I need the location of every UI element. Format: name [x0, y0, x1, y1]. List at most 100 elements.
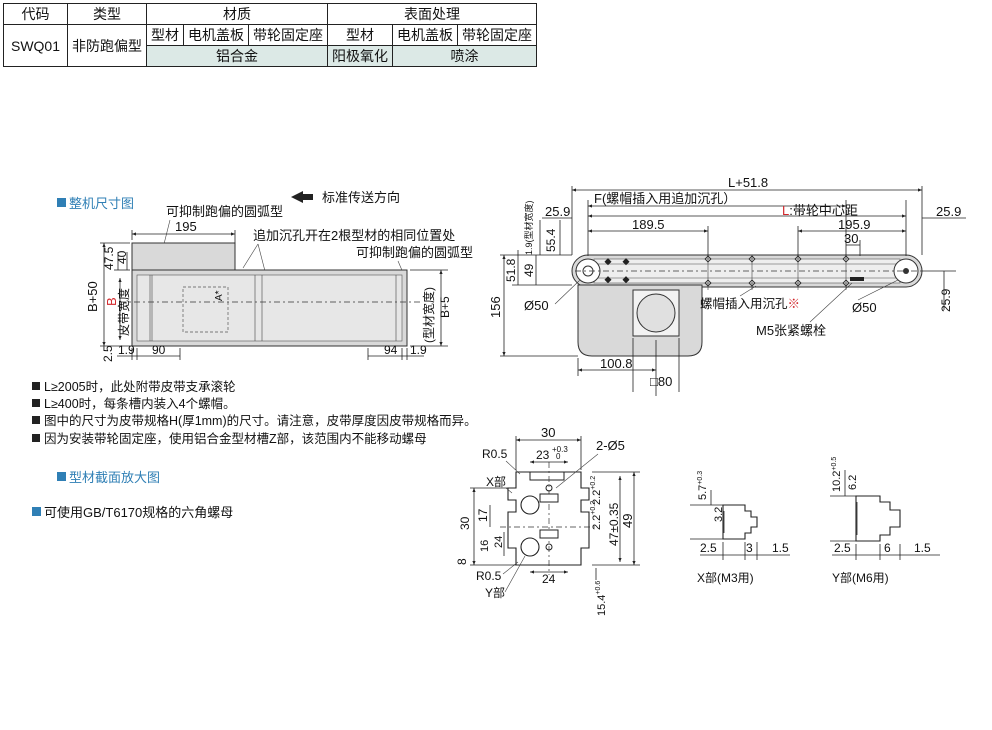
sec-dim-49: 49 [620, 514, 635, 528]
motor-block [131, 242, 236, 274]
sec-r05-bottom: R0.5 [476, 569, 502, 583]
sub-pulley-seat-2: 带轮固定座 [457, 24, 537, 46]
callout-m5-screw: M5张紧螺栓 [756, 323, 826, 338]
sec-tol-23-low: 0 [556, 452, 561, 461]
det-x-5-7: 5.7+0.3 [697, 471, 709, 500]
dim-diameter-50-left: Ø50 [524, 298, 549, 313]
sec-dim-23: 23 [536, 448, 550, 462]
sec-dim-8: 8 [455, 558, 469, 565]
det-y-6: 6 [884, 541, 891, 555]
black-bullet-icon [32, 381, 40, 390]
cell-surface-profile: 阳极氧化 [327, 45, 393, 67]
dim-49-side: 49 [522, 263, 536, 277]
dim-b-plus-50: B+50 [85, 281, 100, 312]
dim-b-plus-5: B+5 [438, 296, 452, 318]
callout-arc-left: 可抑制跑偏的圆弧型 [166, 204, 283, 219]
dim-94: 94 [384, 343, 398, 357]
black-bullet-icon [32, 433, 40, 442]
dim-195-9: 195.9 [838, 217, 871, 232]
profile-section-view: 30 23 +0.3 0 2-Ø5 R0.5 X部 R0.5 Y部 30 8 1… [455, 425, 640, 616]
dim-l-plus-51-8: L+51.8 [728, 175, 768, 190]
note-item: L≥2005时，此处附带皮带支承滚轮 [32, 376, 236, 395]
section-profile-title: 型材截面放大图 [69, 470, 161, 485]
sec-dim-17: 17 [476, 508, 490, 522]
dim-189-5: 189.5 [632, 217, 665, 232]
dim-40: 40 [115, 250, 129, 264]
det-x-caption: X部(M3用) [697, 570, 754, 585]
top-view: 标准传送方向 可抑制跑偏的圆弧型 追加沉孔开在2根型材的相同位置处 可抑制跑偏的… [85, 190, 473, 362]
callout-arc-right: 可抑制跑偏的圆弧型 [356, 245, 473, 260]
det-y-2-5: 2.5 [834, 541, 851, 555]
note-item: 图中的尺寸为皮带规格H(厚1mm)的尺寸。请注意，皮带厚度因皮带规格而异。 [32, 410, 477, 429]
label-y: Y部 [485, 585, 505, 600]
sec-dim-16: 16 [479, 540, 491, 552]
cell-code: SWQ01 [3, 24, 68, 67]
dim-25-9-left: 25.9 [545, 204, 570, 219]
square-bullet-icon [57, 472, 66, 481]
sec-dim-24-vertical: 24 [493, 536, 505, 548]
dim-90: 90 [152, 343, 166, 357]
note-item: L≥400时，每条槽内装入4个螺帽。 [32, 393, 236, 412]
callout-extra-holes: 追加沉孔开在2根型材的相同位置处 [253, 228, 455, 243]
dim-51-8: 51.8 [504, 258, 518, 282]
dim-47-5: 47.5 [102, 246, 116, 270]
side-view: L+51.8 F(螺帽插入用追加沉孔） L:带轮中心距 25.9 25.9 18… [488, 175, 966, 396]
dim-25-9-vertical: 25.9 [939, 288, 953, 312]
detail-x-shape [722, 504, 758, 540]
sec-dim-30-vertical: 30 [458, 516, 472, 530]
label-b: B [104, 297, 119, 306]
section-profile: 型材截面放大图 [57, 467, 160, 486]
sub-profile-2: 型材 [327, 24, 393, 46]
det-y-caption: Y部(M6用) [832, 570, 889, 585]
callout-hole: 螺帽插入用沉孔※ [700, 296, 800, 311]
dim-square-80: □80 [650, 374, 672, 389]
dim-2-5: 2.5 [101, 345, 115, 362]
sub-motor-cover-2: 电机盖板 [392, 24, 458, 46]
cell-material: 铝合金 [146, 45, 328, 67]
dim-30-side: 30 [844, 231, 858, 246]
sec-dim-24-horizontal: 24 [542, 572, 556, 586]
note-text: 图中的尺寸为皮带规格H(厚1mm)的尺寸。请注意，皮带厚度因皮带规格而异。 [44, 414, 477, 428]
cell-surface-other: 喷涂 [392, 45, 537, 67]
nut-note: 可使用GB/T6170规格的六角螺母 [32, 502, 233, 521]
square-bullet-icon [57, 198, 66, 207]
sec-tol-23: +0.3 [552, 445, 568, 454]
det-x-3-2: 3.2 [713, 507, 725, 522]
dim-55-4: 55.4 [544, 228, 558, 252]
dim-1-9-right: 1.9 [410, 343, 427, 357]
sec-dim-2-d5: 2-Ø5 [596, 438, 625, 453]
cell-type: 非防跑偏型 [67, 24, 147, 67]
sub-motor-cover: 电机盖板 [183, 24, 249, 46]
square-bullet-icon [32, 507, 41, 516]
note-text: 因为安装带轮固定座，使用铝合金型材槽Z部，该范围内不能移动螺母 [44, 432, 427, 446]
direction-label: 标准传送方向 [322, 190, 400, 205]
dim-100-8: 100.8 [600, 356, 633, 371]
profile-width-label: (型材宽度) [421, 287, 436, 343]
dim-l: L:带轮中心距 [782, 203, 858, 218]
detail-y-shape [855, 495, 901, 542]
dim-diameter-50-right: Ø50 [852, 300, 877, 315]
detail-x-view: 5.7+0.3 3.2 2.5 3 1.5 X部(M3用) [690, 471, 790, 585]
det-x-1-5: 1.5 [772, 541, 789, 555]
sec-dim-47: 47±0.35 [607, 502, 621, 546]
det-y-10-2: 10.2+0.5 [831, 457, 843, 492]
sub-profile: 型材 [146, 24, 184, 46]
arrow-left-icon [291, 191, 313, 203]
det-x-2-5: 2.5 [700, 541, 717, 555]
dim-195: 195 [175, 219, 197, 234]
mark-a: A* [214, 290, 225, 301]
section-overall-title: 整机尺寸图 [69, 196, 135, 211]
profile-width-small: 1.9(型材宽度) [523, 200, 534, 255]
dim-1-9-left: 1.9 [118, 343, 135, 357]
sec-dim-2-2-mid: 2.2+0.2 [590, 501, 603, 530]
det-y-1-5: 1.5 [914, 541, 931, 555]
black-bullet-icon [32, 398, 40, 407]
sec-dim-30: 30 [541, 425, 555, 440]
black-bullet-icon [32, 415, 40, 424]
det-y-6-2: 6.2 [847, 475, 859, 490]
dim-25-9-right: 25.9 [936, 204, 961, 219]
label-x: X部 [486, 474, 506, 489]
sec-r05-top: R0.5 [482, 447, 508, 461]
dim-f: F(螺帽插入用追加沉孔） [594, 191, 736, 206]
